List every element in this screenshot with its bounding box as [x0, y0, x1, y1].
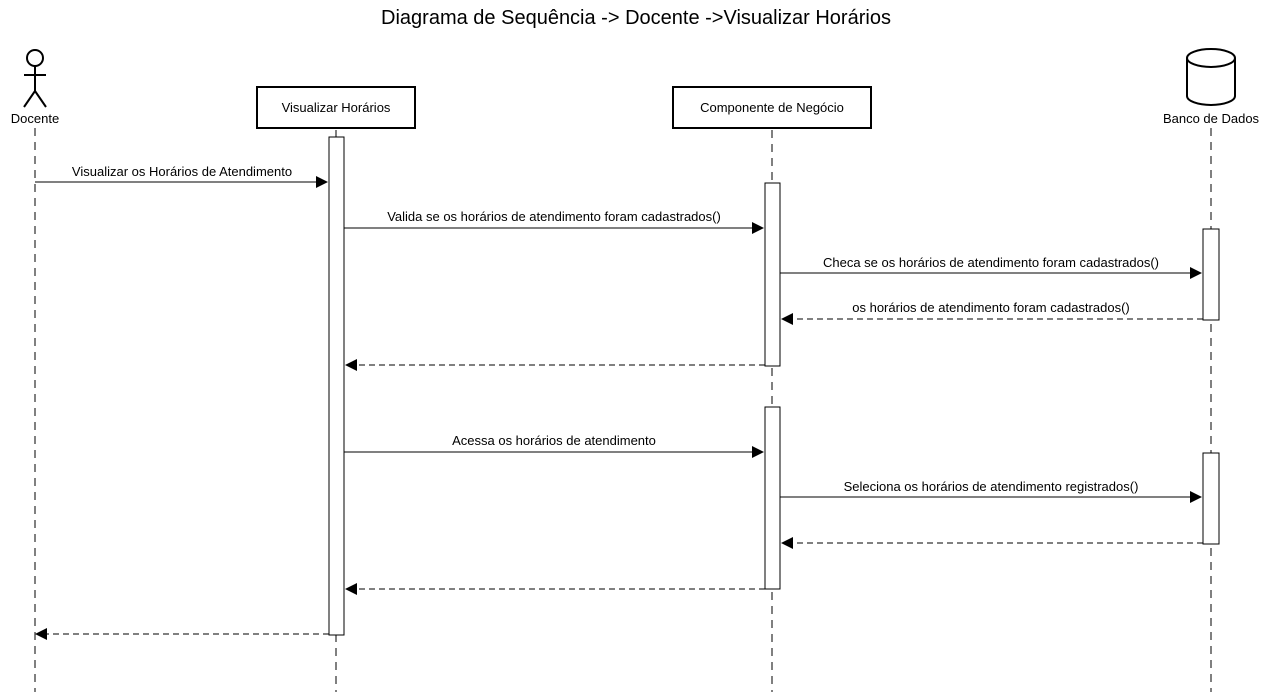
message-3-label: Checa se os horários de atendimento fora…: [823, 255, 1159, 270]
activation-banco-2: [1202, 452, 1220, 545]
return-to-visualizar-2: [345, 583, 765, 595]
message-2-label: Valida se os horários de atendimento for…: [387, 209, 721, 224]
message-visualizar-horarios-atendimento: [35, 176, 328, 188]
diagram-title: Diagrama de Sequência -> Docente ->Visua…: [381, 7, 891, 29]
activation-banco-1: [1202, 228, 1220, 321]
participant-banco-de-dados-label: Banco de Dados: [1163, 111, 1260, 126]
database-cylinder-icon: [1186, 48, 1236, 106]
return-to-docente: [35, 628, 329, 640]
message-acessa-horarios: [344, 446, 764, 458]
participant-componente-de-negocio-label: Componente de Negócio: [700, 100, 844, 115]
activation-componente-2: [764, 406, 781, 590]
message-6-label: Acessa os horários de atendimento: [452, 433, 656, 448]
message-valida-horarios: [344, 222, 764, 234]
activation-visualizar-horarios: [328, 136, 345, 636]
message-4-label: os horários de atendimento foram cadastr…: [852, 300, 1129, 315]
message-7-label: Seleciona os horários de atendimento reg…: [844, 479, 1139, 494]
message-checa-horarios: [780, 267, 1202, 279]
stick-figure-actor-icon: [23, 49, 47, 108]
return-horarios-cadastrados: [781, 313, 1203, 325]
return-horarios-registrados: [781, 537, 1203, 549]
message-1-label: Visualizar os Horários de Atendimento: [72, 164, 292, 179]
participant-componente-de-negocio: [672, 86, 872, 129]
return-to-visualizar-1: [345, 359, 765, 371]
actor-docente-label: Docente: [11, 111, 59, 126]
activation-componente-1: [764, 182, 781, 367]
participant-visualizar-horarios: [256, 86, 416, 129]
message-seleciona-horarios: [780, 491, 1202, 503]
participant-visualizar-horarios-label: Visualizar Horários: [282, 100, 391, 115]
